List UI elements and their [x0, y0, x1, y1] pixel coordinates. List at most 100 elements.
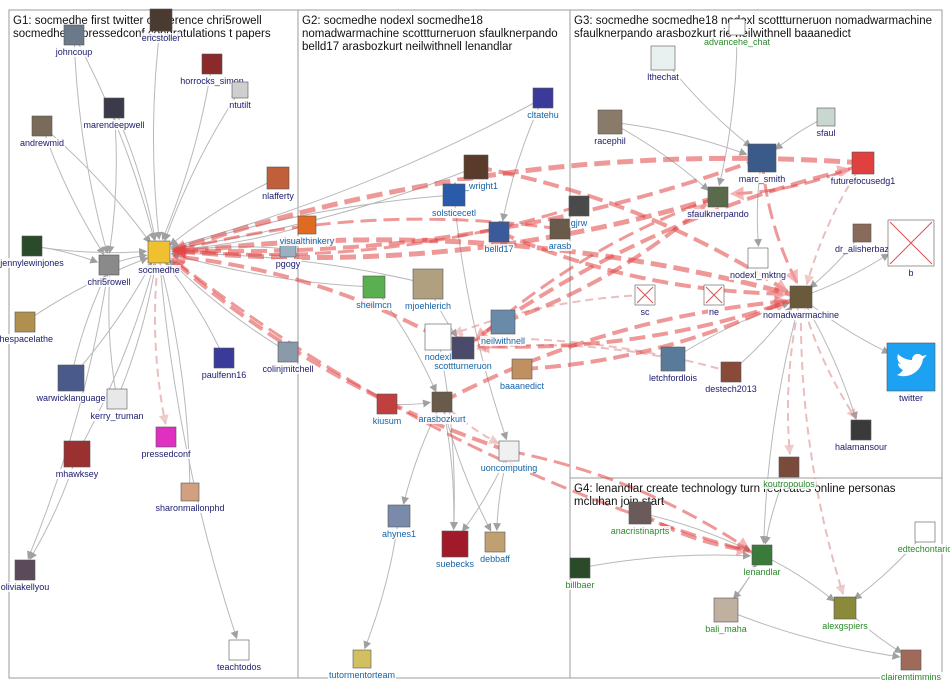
node-belld17[interactable]: belld17	[483, 221, 515, 254]
node-label-background	[647, 373, 699, 383]
node-label-background	[137, 265, 181, 275]
node-cltatehu[interactable]: cltatehu	[526, 87, 560, 120]
node-horrocks_simon[interactable]: horrocks_simon	[179, 53, 245, 86]
edge	[27, 264, 110, 560]
node-arasb[interactable]: arasb	[547, 218, 573, 251]
node-sheilmcn[interactable]: sheilmcn	[355, 275, 393, 310]
node-sc[interactable]: sc	[634, 284, 656, 317]
node-letchfordlois[interactable]: letchfordlois	[647, 346, 699, 383]
node-advancehe_chat[interactable]: advancehe_chat	[702, 18, 772, 47]
node-kerry_truman[interactable]: kerry_truman	[89, 388, 145, 421]
node-socmedhe[interactable]: socmedhe	[137, 240, 181, 275]
node-sharonmallonphd[interactable]: sharonmallonphd	[154, 482, 226, 513]
node-teachtodos[interactable]: teachtodos	[215, 639, 263, 672]
node-debbaff[interactable]: debbaff	[479, 531, 512, 564]
node-koutropoulos[interactable]: koutropoulos	[762, 456, 817, 489]
node-sfaulknerpando[interactable]: sfaulknerpando	[686, 186, 750, 219]
node-twitter[interactable]: twitter	[886, 342, 936, 403]
node-bali_maha[interactable]: bali_maha	[704, 597, 748, 634]
node-b[interactable]: b	[887, 219, 935, 278]
node-label-background	[215, 662, 263, 672]
node-marc_smith[interactable]: marc_smith	[737, 143, 787, 184]
node-label-background	[89, 411, 145, 421]
node-kiusum[interactable]: kiusum	[371, 393, 403, 426]
node-oliviakellyou[interactable]: oliviakellyou	[0, 559, 51, 592]
node-johncoup[interactable]: johncoup	[53, 24, 94, 57]
node-alexgspiers[interactable]: alexgspiers	[821, 596, 870, 631]
node-ericstoller[interactable]: ericstoller	[140, 8, 182, 43]
avatar	[98, 254, 120, 276]
node-billbaer[interactable]: billbaer	[564, 557, 596, 590]
node-lthechat[interactable]: lthechat	[646, 45, 681, 82]
node-baaanedict[interactable]: baaanedict	[498, 358, 546, 391]
node-label-background	[54, 469, 100, 479]
group-title-line: G2: socmedhe nodexl socmedhe18	[302, 15, 483, 27]
node-label: destech2013	[705, 384, 757, 394]
node-marendeepwell[interactable]: marendeepwell	[82, 97, 146, 130]
avatar	[778, 456, 800, 478]
group-title-line: G3: socmedhe socmedhe18 nodexl scottturn…	[574, 15, 932, 27]
node-ne[interactable]: ne	[703, 284, 725, 317]
node-destech2013[interactable]: destech2013	[704, 361, 758, 394]
node-neilwithnell[interactable]: neilwithnell	[479, 309, 527, 346]
node-clairemtimmins[interactable]: clairemtimmins	[879, 649, 943, 682]
node-solsticecetl[interactable]: solsticecetl	[430, 183, 478, 218]
node-mhawksey[interactable]: mhawksey	[54, 440, 100, 479]
node-suebecks[interactable]: suebecks	[434, 530, 476, 569]
avatar	[713, 597, 739, 623]
node-thespacelathe[interactable]: thespacelathe	[0, 311, 55, 344]
node-gjrw[interactable]: gjrw	[568, 195, 590, 228]
node-nodexl[interactable]: nodexl	[423, 323, 453, 362]
node-label-background	[646, 72, 681, 82]
node-halamansour[interactable]: halamansour	[833, 419, 889, 452]
node-label-background	[380, 529, 418, 539]
node-label-background	[18, 138, 66, 148]
node-futurefocusedg1[interactable]: futurefocusedg1	[829, 151, 897, 186]
node-ntutilt[interactable]: ntutilt	[228, 81, 253, 110]
edge	[853, 531, 926, 600]
node-jennylewinjones[interactable]: jennylewinjones	[0, 235, 66, 268]
node-tutormentorteam[interactable]: tutormentorteam	[327, 649, 397, 680]
node-colinjmitchell[interactable]: colinjmitchell	[261, 341, 315, 374]
node-label-background	[0, 258, 66, 268]
node-label: anacristinaprts	[611, 526, 670, 536]
avatar	[569, 557, 591, 579]
node-label-background	[833, 442, 889, 452]
edge	[760, 296, 802, 545]
node-h__wright1[interactable]: h__wright1	[452, 154, 500, 191]
node-edtechontario[interactable]: edtechontario	[896, 521, 950, 554]
node-chri5rowell[interactable]: chri5rowell	[86, 254, 132, 287]
node-label: twitter	[899, 393, 923, 403]
node-ahynes1[interactable]: ahynes1	[380, 504, 418, 539]
node-paulfenn16[interactable]: paulfenn16	[200, 347, 248, 380]
node-arasbozkurt[interactable]: arasbozkurt	[417, 391, 468, 424]
node-visualthinkery[interactable]: visualthinkery	[278, 215, 336, 246]
node-warwicklanguage[interactable]: warwicklanguage	[34, 364, 107, 403]
node-label: letchfordlois	[649, 373, 698, 383]
node-nomadwarmachine[interactable]: nomadwarmachine	[761, 285, 841, 320]
avatar	[747, 143, 777, 173]
node-label-background	[82, 120, 146, 130]
edge	[31, 245, 148, 256]
node-label: andrewmid	[20, 138, 64, 148]
node-dr_alisherbaz[interactable]: dr_alisherbaz	[833, 223, 891, 254]
node-mjoehlerich[interactable]: mjoehlerich	[403, 268, 453, 311]
broken-image-icon	[705, 286, 723, 304]
node-pressedconf[interactable]: pressedconf	[140, 426, 193, 459]
node-label: scottturneruon	[434, 361, 492, 371]
node-anacristinaprts[interactable]: anacristinaprts	[609, 501, 671, 536]
node-label-background	[327, 670, 397, 680]
edge-strong	[475, 165, 789, 294]
avatar	[816, 107, 836, 127]
node-uoncomputing[interactable]: uoncomputing	[479, 440, 539, 473]
node-label: chri5rowell	[87, 277, 130, 287]
node-racephil[interactable]: racephil	[593, 109, 627, 146]
node-andrewmid[interactable]: andrewmid	[18, 115, 66, 148]
edge-strong	[171, 250, 439, 339]
node-lenandlar[interactable]: lenandlar	[742, 544, 782, 577]
node-nlafferty[interactable]: nlafferty	[261, 166, 296, 201]
avatar	[31, 115, 53, 137]
node-scottturneruon[interactable]: scottturneruon	[433, 336, 493, 371]
node-sfaul[interactable]: sfaul	[815, 107, 837, 138]
node-nodexl_mktng[interactable]: nodexl_mktng	[728, 247, 788, 280]
